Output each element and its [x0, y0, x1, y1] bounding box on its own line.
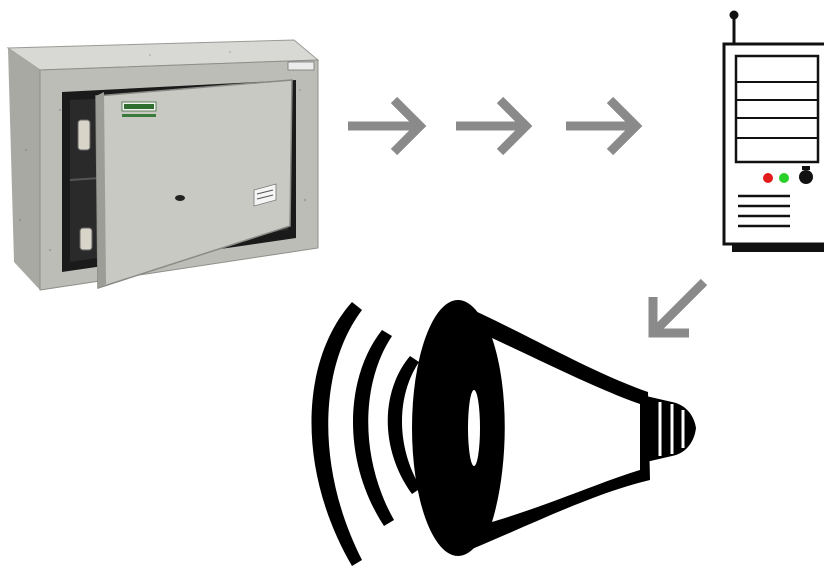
- alarm-transmitter-icon: [724, 11, 824, 253]
- arrow-row: [348, 100, 636, 152]
- right-arrow-icon: [566, 100, 636, 152]
- keyhole: [175, 195, 185, 201]
- loudspeaker-icon: [311, 300, 696, 566]
- sound-wave: [353, 330, 394, 526]
- green-led: [779, 173, 789, 183]
- down-left-arrow-icon: [653, 282, 704, 333]
- right-arrow-icon: [456, 100, 526, 152]
- open-safe-icon: [8, 40, 318, 290]
- knob-icon: [799, 170, 813, 184]
- red-led: [763, 173, 773, 183]
- right-arrow-icon: [348, 100, 420, 152]
